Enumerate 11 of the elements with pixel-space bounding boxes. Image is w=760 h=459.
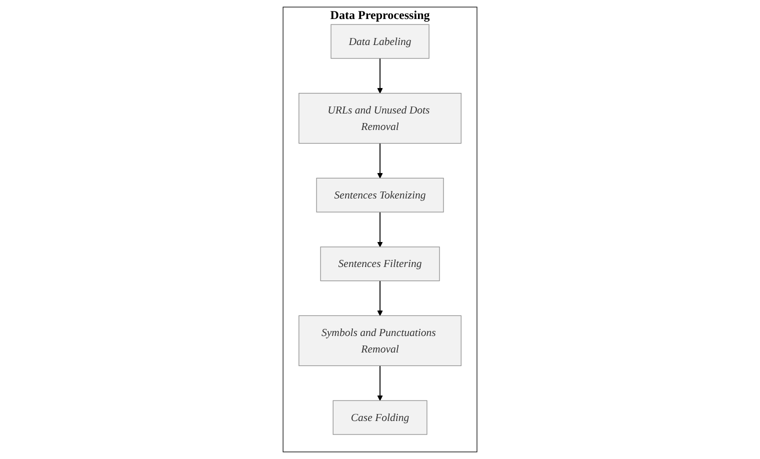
node-box: Data Labeling [330,24,430,59]
node-box: Sentences Filtering [320,246,440,282]
node-box: Case Folding [332,400,428,435]
arrow [377,142,383,178]
arrow [377,280,383,316]
arrow [377,212,383,248]
arrow [377,58,383,94]
node-box: URLs and Unused Dots Removal [298,92,462,144]
arrow [377,365,383,401]
node-box: Symbols and Punctuations Removal [298,315,462,366]
node-box: Sentences Tokenizing [316,178,444,212]
